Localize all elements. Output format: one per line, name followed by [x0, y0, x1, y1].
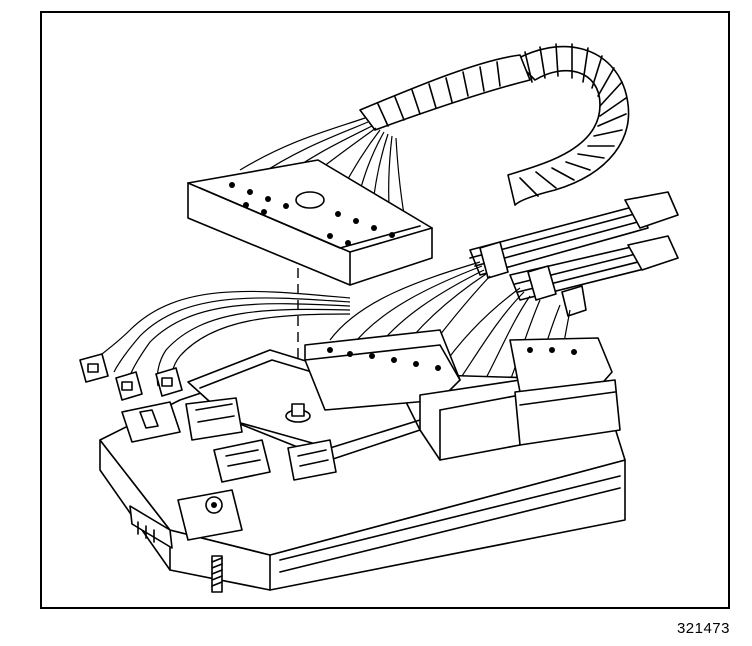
convoluted-conduit [359, 43, 630, 206]
fuse-relay-block [99, 329, 626, 591]
pigtail-connectors [79, 353, 183, 401]
relay-socket [327, 347, 577, 371]
wire-harness-right [469, 191, 679, 317]
diagram-frame [40, 11, 730, 609]
figure-number: 321473 [676, 620, 730, 637]
connector-block [187, 159, 433, 286]
mounting-bolt [211, 555, 223, 593]
